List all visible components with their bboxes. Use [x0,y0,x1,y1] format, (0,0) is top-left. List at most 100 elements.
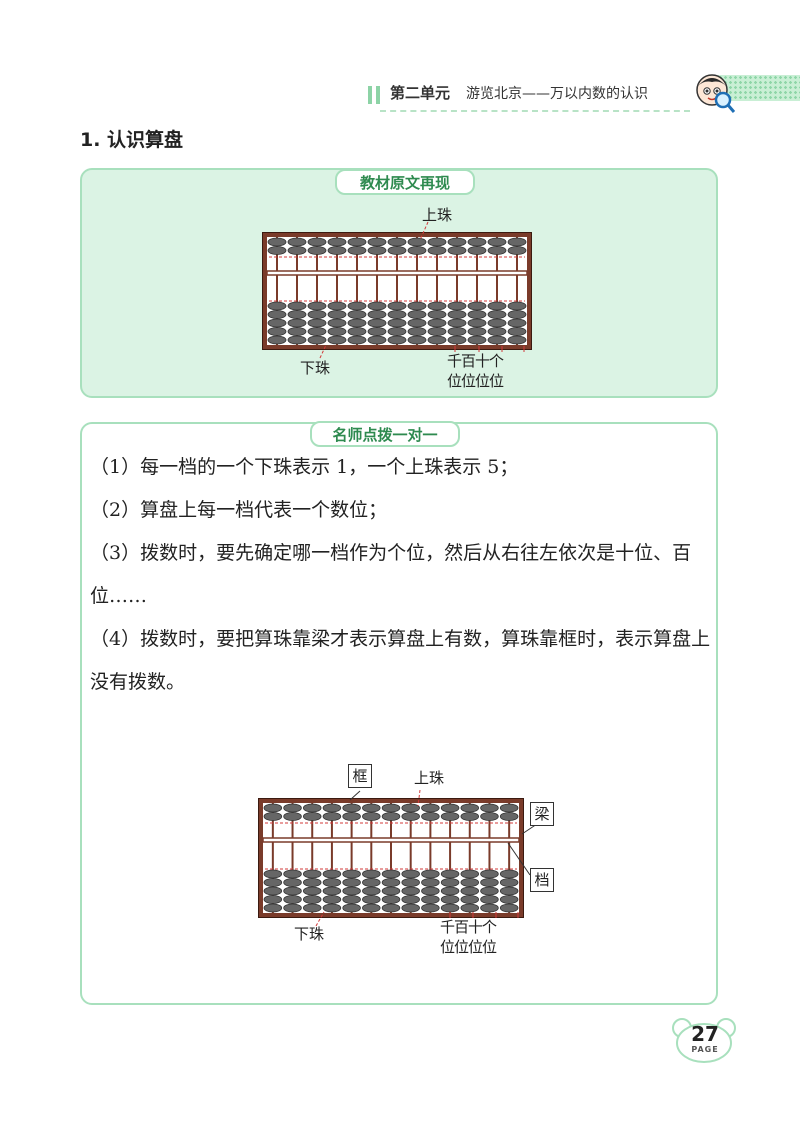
abacus2-lower-bead [460,903,480,913]
abacus1-upper-bead [307,246,327,255]
abacus2-place-bottom: 位位位位 [440,938,497,956]
abacus1-upper-bead [347,237,367,247]
abacus1-upper-bead [447,246,467,255]
abacus2-lower-bead [283,878,302,887]
abacus1-upper-bead [267,237,287,247]
abacus1-lower-bead [507,335,527,345]
abacus2-lower-bead [322,895,342,904]
abacus1-lower-bead [367,301,387,311]
abacus1-lower-bead [327,310,347,319]
abacus1-lower-bead [307,310,327,319]
abacus1-lower-bead [387,318,407,328]
abacus1-upper-bead [427,246,447,255]
abacus2-upper-bead [480,803,499,813]
abacus1-upper-bead [267,246,287,255]
abacus2-lower-bead [362,869,381,879]
abacus2-lower-bead [322,886,342,896]
abacus2-upper-bead [460,812,480,821]
abacus2-lower-bead [381,895,401,904]
abacus1-lower-bead [467,301,487,311]
abacus2-upper-bead [362,803,381,813]
header-title: 第二单元游览北京——万以内数的认识 [390,82,648,103]
abacus1-lower-bead [287,310,307,319]
abacus1-lower-bead [407,310,427,319]
abacus1-lower-bead [367,310,387,319]
abacus1-lower-bead [487,301,507,311]
abacus2-lower-bead [440,878,460,887]
abacus2-lower-bead [480,886,499,896]
abacus1-lower-bead [387,301,407,311]
abacus1-upper-bead [407,237,427,247]
abacus1-lower-bead [347,327,367,336]
abacus2-lower-bead [322,869,342,879]
abacus2-lower-bead [283,903,302,913]
abacus1-upper-bead [387,237,407,247]
abacus2-lower-bead [460,878,480,887]
abacus2-lower-bead [499,903,519,913]
section-title: 1. 认识算盘 [80,129,184,151]
abacus2-beam-label: 梁 [530,802,554,826]
abacus-illustration-1 [262,232,532,350]
abacus1-upper-bead [387,246,407,255]
abacus1-lower-bead [367,327,387,336]
textbook-tag: 教材原文再现 [335,169,475,195]
abacus2-lower-bead [322,903,342,913]
abacus1-lower-bead [507,318,527,328]
abacus1-lower-bead [507,327,527,336]
abacus1-upper-bead [347,246,367,255]
abacus2-lower-bead [342,886,361,896]
abacus2-lower-bead [302,869,322,879]
abacus2-lower-bead [381,878,401,887]
abacus1-upper-bead [507,246,527,255]
abacus2-upper-bead [440,803,460,813]
abacus1-lower-bead [307,327,327,336]
header-divider [380,110,690,112]
abacus1-upper-bead [467,246,487,255]
abacus1-upper-bead [427,237,447,247]
teacher-point-4: （4）拨数时，要把算珠靠梁才表示算盘上有数，算珠靠框时，表示算盘上没有拨数。 [90,628,711,693]
abacus1-lower-bead [427,327,447,336]
abacus2-lower-bead [401,895,420,904]
abacus1-lower-bead [447,310,467,319]
abacus2-upper-bead [302,812,322,821]
abacus2-upper-bead [460,803,480,813]
abacus2-lower-bead [381,869,401,879]
abacus2-lower-bead [322,878,342,887]
abacus1-lower-bead [387,327,407,336]
teacher-tag: 名师点拨一对一 [310,421,460,447]
abacus2-lower-bead [283,886,302,896]
abacus1-upper-bead [367,237,387,247]
abacus2-upper-bead [342,812,361,821]
abacus2-lower-bead [401,886,420,896]
abacus2-lower-bead [460,886,480,896]
abacus1-lower-bead [387,310,407,319]
abacus1-lower-bead [327,301,347,311]
abacus2-lower-bead [440,886,460,896]
abacus2-rod-label: 档 [530,868,554,892]
page-badge-icon [672,1018,736,1063]
abacus2-upper-bead [322,803,342,813]
abacus2-lower-bead [302,886,322,896]
abacus1-lower-bead [467,335,487,345]
abacus2-lower-bead [460,895,480,904]
abacus2-lower-bead [401,878,420,887]
teacher-point-1: （1）每一档的一个下珠表示 1，一个上珠表示 5； [90,456,519,478]
abacus2-lower-bead [362,903,381,913]
abacus2-lower-bead [263,903,283,913]
abacus2-lower-bead [440,895,460,904]
abacus2-lower-bead-label: 下珠 [294,925,325,943]
abacus2-upper-bead [421,803,440,813]
abacus2-lower-bead [421,869,440,879]
abacus1-lower-bead [507,301,527,311]
mascot-magnifier-icon [696,74,736,113]
abacus1-upper-bead [367,246,387,255]
abacus1-lower-bead [267,318,287,328]
abacus2-upper-bead [421,812,440,821]
page-word: PAGE [691,1045,719,1054]
abacus2-lower-bead [421,886,440,896]
abacus2-upper-bead [302,803,322,813]
abacus1-lower-bead [467,310,487,319]
abacus2-lower-bead [401,903,420,913]
